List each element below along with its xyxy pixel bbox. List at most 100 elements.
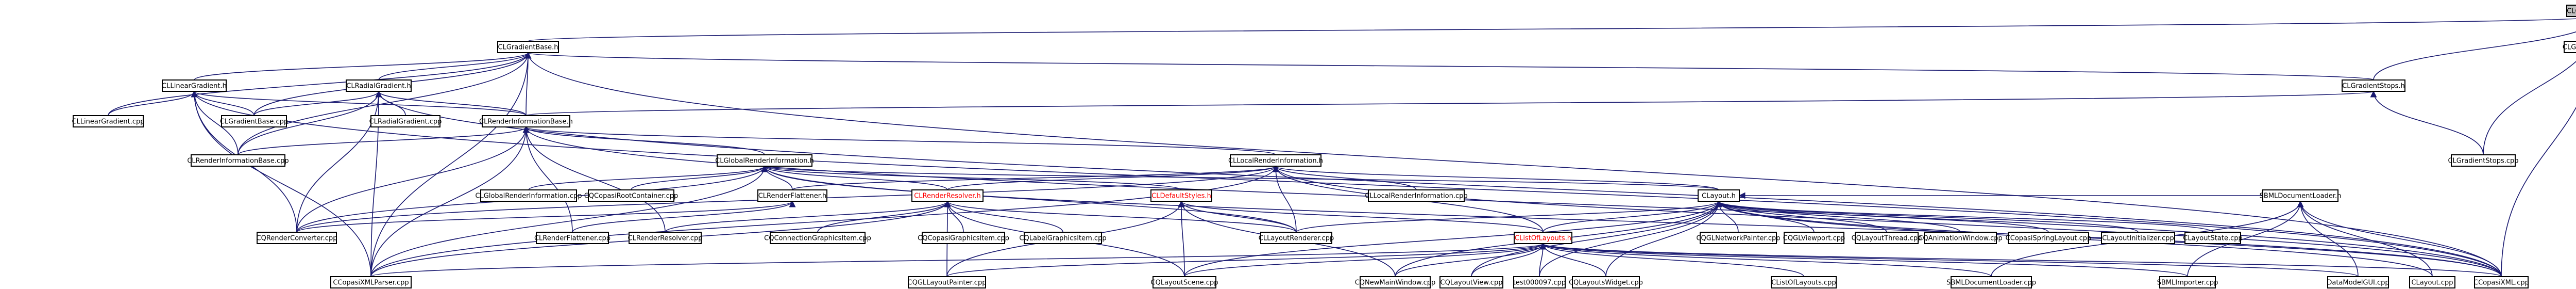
node-box — [2184, 232, 2241, 244]
node-cqlayoutthread-cpp[interactable]: CQLayoutThread.cpp — [1852, 232, 1922, 244]
node-clayout-cpp[interactable]: CLayout.cpp — [2409, 276, 2455, 288]
node-clgradientstop-cpp[interactable]: CLGradientStop.cpp — [2563, 41, 2576, 53]
node-clradialgradient-cpp[interactable]: CLRadialGradient.cpp — [369, 115, 442, 127]
node-cllineargradient-h[interactable]: CLLinearGradient.h — [162, 79, 227, 92]
node-cqglviewport-cpp[interactable]: CQGLViewport.cpp — [1783, 232, 1845, 244]
node-clrenderinformationbase-h[interactable]: CLRenderInformationBase.h — [479, 115, 573, 127]
node-box — [717, 154, 812, 167]
node-ccopasixmlparser-cpp[interactable]: CCopasiXMLParser.cpp — [330, 276, 412, 288]
node-box — [73, 115, 144, 127]
node-label: CQLabelGraphicsItem.cpp — [1019, 235, 1106, 243]
node-clistoflayouts-cpp[interactable]: CListOfLayouts.cpp — [1771, 276, 1837, 288]
node-ccopasixml-cpp[interactable]: CCopasiXML.cpp — [2473, 276, 2529, 288]
node-box — [1784, 232, 1844, 244]
node-box — [1572, 276, 1640, 288]
node-box — [2101, 232, 2175, 244]
node-box — [1924, 232, 1997, 244]
node-cqconnectiongraphicsitem-cpp[interactable]: CQConnectionGraphicsItem.cpp — [764, 232, 871, 244]
node-clgradientbase-h[interactable]: CLGradientBase.h — [497, 41, 559, 53]
node-box — [1698, 189, 1740, 202]
node-label: CLLocalRenderInformation.cpp — [1365, 192, 1467, 200]
node-clrenderinformationbase-cpp[interactable]: CLRenderInformationBase.cpp — [187, 154, 289, 167]
node-box — [480, 189, 577, 202]
node-ccopasispringlayout-cpp[interactable]: CCopasiSpringLayout.cpp — [2006, 232, 2092, 244]
node-label: CLRenderResolver.h — [914, 192, 981, 200]
node-cqanimationwindow-cpp[interactable]: CQAnimationWindow.cpp — [1918, 232, 2003, 244]
edge-clgradientstops-h-to-clgradientstops-h — [2373, 31, 2576, 81]
node-box — [330, 276, 412, 288]
node-box — [1153, 276, 1216, 288]
edge-clayout-h-to-cllocalrenderinformation-h — [1273, 165, 1719, 190]
edge-ccopasixmlparser-cpp-to-cllineargradient-h — [191, 90, 371, 277]
node-box — [257, 232, 337, 244]
node-label: CQGLLayoutPainter.cpp — [908, 279, 987, 287]
node-cqlayoutview-cpp[interactable]: CQLayoutView.cpp — [1439, 276, 1503, 288]
node-clglobalrenderinformation-cpp[interactable]: CLGlobalRenderInformation.cpp — [475, 189, 582, 202]
edge-cllayoutrenderer-cpp-to-clrenderresolver-h — [944, 200, 1297, 233]
node-box — [1260, 232, 1332, 244]
node-clistoflayouts-h[interactable]: CListOfLayouts.h — [1514, 232, 1572, 244]
node-cllocalrenderinformation-cpp[interactable]: CLLocalRenderInformation.cpp — [1365, 189, 1468, 202]
node-clrenderresolver-cpp[interactable]: CLRenderResolver.cpp — [628, 232, 703, 244]
node-label: CQLayoutThread.cpp — [1852, 235, 1922, 243]
node-clayoutstate-cpp[interactable]: CLayoutState.cpp — [2183, 232, 2243, 244]
node-clayoutinitializer-cpp[interactable]: CLayoutInitializer.cpp — [2101, 232, 2175, 244]
edge-cqanimationwindow-cpp-to-clayout-h — [1715, 200, 1961, 233]
node-label: CLGlobalRenderInformation.h — [715, 157, 814, 165]
edge-cllineargradient-h-to-clgradientbase-h — [194, 52, 532, 81]
node-clrenderflattener-h[interactable]: CLRenderFlattener.h — [757, 189, 827, 202]
node-cldefaultstyles-h[interactable]: CLDefaultStyles.h — [1150, 189, 1212, 202]
node-clrenderflattener-cpp[interactable]: CLRenderFlattener.cpp — [534, 232, 611, 244]
edge-clrenderinformationbase-cpp-to-clgradientbase-h — [238, 52, 532, 155]
node-cllineargradient-cpp[interactable]: CLLinearGradient.cpp — [72, 115, 145, 127]
node-test000097-cpp[interactable]: test000097.cpp — [1513, 276, 1566, 288]
edge-cqnewmainwindow-cpp-to-clistoflayouts-h — [1395, 243, 1547, 277]
node-cqgllayoutpainter-cpp[interactable]: CQGLLayoutPainter.cpp — [908, 276, 987, 288]
node-label: CLRenderFlattener.cpp — [534, 235, 611, 243]
node-layer: CLGradientStops.hCLGradientBase.hCLGradi… — [72, 5, 2576, 288]
node-cllayoutrenderer-cpp[interactable]: CLLayoutRenderer.cpp — [1259, 232, 1334, 244]
edge-clglobalrenderinformation-cpp-to-clglobalrenderinformation-h — [528, 165, 768, 190]
edge-clrenderflattener-h-to-cllocalrenderinformation-h — [792, 165, 1279, 190]
node-box — [1230, 154, 1321, 167]
node-label: CLayoutInitializer.cpp — [2102, 235, 2174, 243]
node-clayout-h[interactable]: CLayout.h — [1698, 189, 1740, 202]
node-clgradientstops-cpp[interactable]: CLGradientStops.cpp — [2448, 154, 2519, 167]
node-box — [2008, 232, 2089, 244]
node-label: CListOfLayouts.cpp — [1771, 279, 1836, 287]
node-box — [757, 189, 827, 202]
node-sbmldocumentloader-cpp[interactable]: SBMLDocumentLoader.cpp — [1946, 276, 2036, 288]
edge-cqlayoutscene-cpp-to-clistoflayouts-h — [1184, 243, 1547, 277]
edge-clgradientstops-cpp-to-clgradientstops-h — [2483, 60, 2576, 155]
node-clgradientbase-cpp[interactable]: CLGradientBase.cpp — [220, 115, 288, 127]
node-cqcopasirootcontainer-cpp[interactable]: CQCopasiRootContainer.cpp — [584, 189, 679, 202]
node-label: DataModelGUI.cpp — [2327, 279, 2389, 287]
edge-cllineargradient-cpp-to-cllineargradient-h — [108, 90, 198, 116]
edge-clrenderinformationbase-h-to-clgradientstops-h — [526, 90, 2376, 116]
node-box — [497, 41, 559, 53]
node-cqglnetworkpainter-cpp[interactable]: CQGLNetworkPainter.cpp — [1696, 232, 1781, 244]
node-box — [908, 276, 986, 288]
node-cqlabelgraphicsitem-cpp[interactable]: CQLabelGraphicsItem.cpp — [1019, 232, 1107, 244]
node-cqlayoutswidget-cpp[interactable]: CQLayoutsWidget.cpp — [1569, 276, 1643, 288]
node-label: CQAnimationWindow.cpp — [1918, 235, 2002, 243]
edge-clayoutinitializer-cpp-to-clayout-h — [1715, 200, 2139, 233]
node-sbmlimporter-cpp[interactable]: SBMLImporter.cpp — [2157, 276, 2218, 288]
edge-clrenderinformationbase-h-to-clradialgradient-h — [375, 90, 527, 116]
node-cqrenderconverter-cpp[interactable]: CQRenderConverter.cpp — [257, 232, 337, 244]
node-cqnewmainwindow-cpp[interactable]: CQNewMainWindow.cpp — [1355, 276, 1436, 288]
node-cqlayoutscene-cpp[interactable]: CQLayoutScene.cpp — [1151, 276, 1218, 288]
node-clgradientstops-h[interactable]: CLGradientStops.h — [2342, 79, 2405, 92]
node-box — [536, 232, 609, 244]
node-label: CQRenderConverter.cpp — [257, 235, 337, 243]
node-sbmldocumentloader-h[interactable]: SBMLDocumentLoader.h — [2260, 189, 2342, 202]
node-clglobalrenderinformation-h[interactable]: CLGlobalRenderInformation.h — [715, 154, 814, 167]
edge-clrenderinformationbase-cpp-to-cllineargradient-h — [191, 90, 239, 155]
node-clradialgradient-h[interactable]: CLRadialGradient.h — [346, 79, 412, 92]
node-label: CLRenderInformationBase.cpp — [187, 157, 289, 165]
node-clrenderresolver-h[interactable]: CLRenderResolver.h — [911, 189, 984, 202]
node-datamodelgui-cpp[interactable]: DataModelGUI.cpp — [2327, 276, 2389, 288]
node-cllocalrenderinformation-h[interactable]: CLLocalRenderInformation.h — [1228, 154, 1323, 167]
node-cqcopasigraphicsitem-cpp[interactable]: CQCopasiGraphicsItem.cpp — [918, 232, 1009, 244]
